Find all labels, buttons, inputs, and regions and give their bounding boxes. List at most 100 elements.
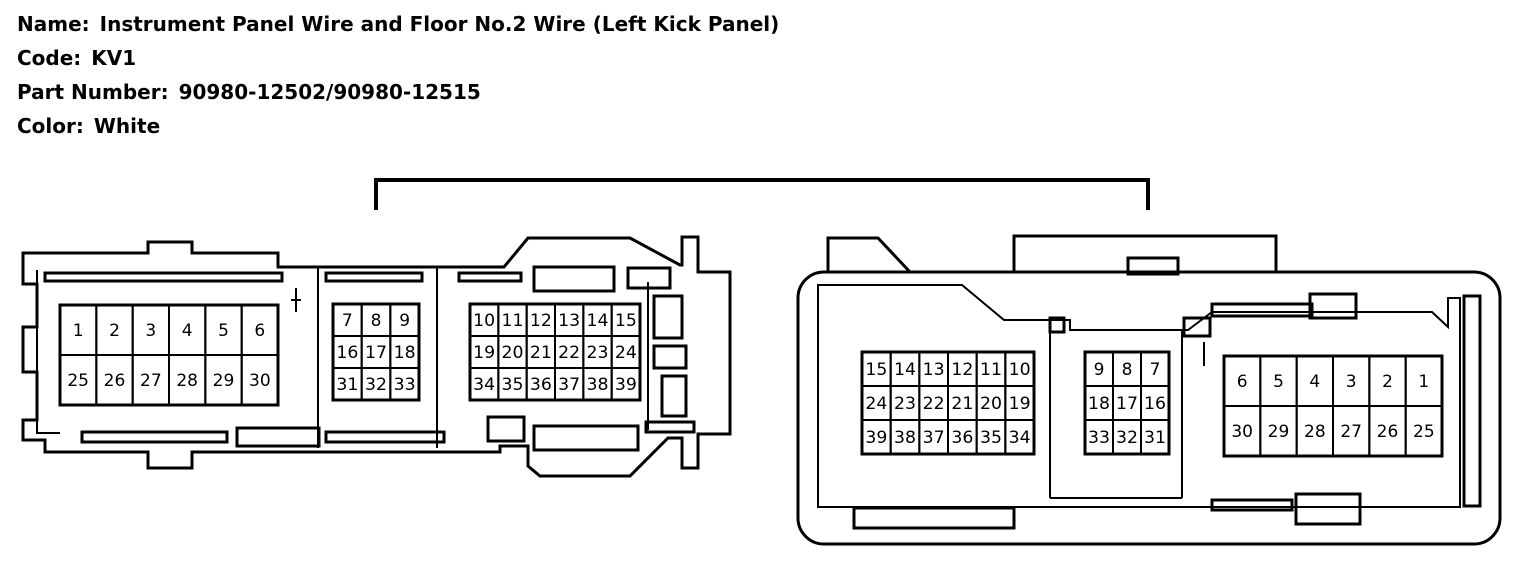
- terminal-pin-number: 25: [1413, 422, 1435, 442]
- terminal-pin-number: 26: [1377, 422, 1399, 442]
- terminal-pin-number: 21: [951, 394, 973, 414]
- terminal-pin-number: 27: [140, 371, 162, 391]
- terminal-pin-number: 5: [218, 321, 229, 341]
- terminal-pin-number: 36: [951, 428, 973, 448]
- terminal-pin-number: 38: [587, 375, 609, 395]
- terminal-pin-number: 39: [865, 428, 887, 448]
- terminal-pin-number: 32: [1116, 428, 1138, 448]
- terminal-pin-number: 17: [1116, 394, 1138, 414]
- terminal-pin-number: 17: [365, 343, 387, 363]
- right-connector-housing: [796, 234, 1502, 546]
- terminal-pin-number: 2: [1382, 372, 1393, 392]
- name-row: Name: Instrument Panel Wire and Floor No.…: [17, 12, 779, 36]
- color-value: White: [93, 114, 161, 138]
- terminal-pin-number: 9: [399, 311, 410, 331]
- terminal-pin-number: 12: [951, 360, 973, 380]
- terminal-pin-number: 23: [587, 343, 609, 363]
- terminal-pin-number: 7: [1150, 360, 1161, 380]
- terminal-pin-number: 23: [894, 394, 916, 414]
- terminal-pin-number: 24: [865, 394, 887, 414]
- terminal-cell: [1404, 405, 1443, 457]
- terminal-pin-number: 16: [336, 343, 358, 363]
- terminal-pin-number: 18: [394, 343, 416, 363]
- terminal-pin-number: 13: [558, 311, 580, 331]
- terminal-pin-number: 37: [558, 375, 580, 395]
- terminal-pin-number: 1: [73, 321, 84, 341]
- terminal-pin-number: 34: [1009, 428, 1031, 448]
- terminal-pin-number: 36: [530, 375, 552, 395]
- color-row: Color: White: [17, 114, 160, 138]
- code-row: Code: KV1: [17, 46, 136, 70]
- terminal-cell: [389, 367, 421, 401]
- terminal-pin-number: 22: [923, 394, 945, 414]
- left-connector-housing: [21, 235, 732, 478]
- terminal-pin-number: 33: [394, 375, 416, 395]
- terminal-pin-number: 15: [865, 360, 887, 380]
- terminal-pin-number: 8: [1122, 360, 1133, 380]
- terminal-pin-number: 39: [615, 375, 637, 395]
- terminal-pin-number: 25: [67, 371, 89, 391]
- terminal-pin-number: 32: [365, 375, 387, 395]
- terminal-pin-number: 22: [558, 343, 580, 363]
- terminal-pin-number: 31: [336, 375, 358, 395]
- terminal-pin-number: 11: [502, 311, 524, 331]
- terminal-pin-number: 18: [1088, 394, 1110, 414]
- terminal-pin-number: 7: [342, 311, 353, 331]
- terminal-pin-number: 13: [923, 360, 945, 380]
- terminal-pin-number: 16: [1144, 394, 1166, 414]
- terminal-pin-number: 28: [176, 371, 198, 391]
- terminal-pin-number: 19: [473, 343, 495, 363]
- part-number-row: Part Number: 90980-12502/90980-12515: [17, 80, 481, 104]
- terminal-pin-number: 31: [1144, 428, 1166, 448]
- terminal-cell: [240, 354, 280, 406]
- terminal-pin-number: 20: [502, 343, 524, 363]
- pairing-bracket: [374, 178, 1150, 210]
- terminal-pin-number: 1: [1418, 372, 1429, 392]
- terminal-cell: [1140, 419, 1170, 455]
- terminal-pin-number: 14: [587, 311, 609, 331]
- name-label: Name:: [17, 12, 90, 36]
- terminal-pin-number: 38: [894, 428, 916, 448]
- terminal-pin-number: 10: [1009, 360, 1031, 380]
- terminal-pin-number: 4: [182, 321, 193, 341]
- code-value: KV1: [91, 46, 137, 70]
- terminal-pin-number: 30: [249, 371, 271, 391]
- terminal-pin-number: 11: [980, 360, 1002, 380]
- part-number-label: Part Number:: [17, 80, 169, 104]
- terminal-pin-number: 34: [473, 375, 495, 395]
- terminal-pin-number: 3: [145, 321, 156, 341]
- terminal-pin-number: 24: [615, 343, 637, 363]
- terminal-pin-number: 8: [371, 311, 382, 331]
- terminal-cell: [1004, 419, 1035, 455]
- terminal-pin-number: 35: [980, 428, 1002, 448]
- terminal-pin-number: 35: [502, 375, 524, 395]
- terminal-pin-number: 19: [1009, 394, 1031, 414]
- terminal-pin-number: 4: [1309, 372, 1320, 392]
- terminal-cell: [610, 367, 642, 401]
- terminal-pin-number: 6: [254, 321, 265, 341]
- terminal-pin-number: 14: [894, 360, 916, 380]
- terminal-pin-number: 21: [530, 343, 552, 363]
- terminal-pin-number: 2: [109, 321, 120, 341]
- terminal-pin-number: 10: [473, 311, 495, 331]
- terminal-pin-number: 27: [1340, 422, 1362, 442]
- name-value: Instrument Panel Wire and Floor No.2 Wir…: [99, 12, 780, 36]
- terminal-pin-number: 20: [980, 394, 1002, 414]
- terminal-pin-number: 29: [1268, 422, 1290, 442]
- terminal-pin-number: 9: [1094, 360, 1105, 380]
- color-label: Color:: [17, 114, 84, 138]
- terminal-pin-number: 28: [1304, 422, 1326, 442]
- code-label: Code:: [17, 46, 82, 70]
- terminal-pin-number: 3: [1346, 372, 1357, 392]
- terminal-pin-number: 12: [530, 311, 552, 331]
- terminal-pin-number: 29: [213, 371, 235, 391]
- terminal-pin-number: 37: [923, 428, 945, 448]
- terminal-pin-number: 15: [615, 311, 637, 331]
- terminal-pin-number: 26: [104, 371, 126, 391]
- part-number-value: 90980-12502/90980-12515: [178, 80, 481, 104]
- terminal-pin-number: 30: [1231, 422, 1253, 442]
- terminal-pin-number: 6: [1237, 372, 1248, 392]
